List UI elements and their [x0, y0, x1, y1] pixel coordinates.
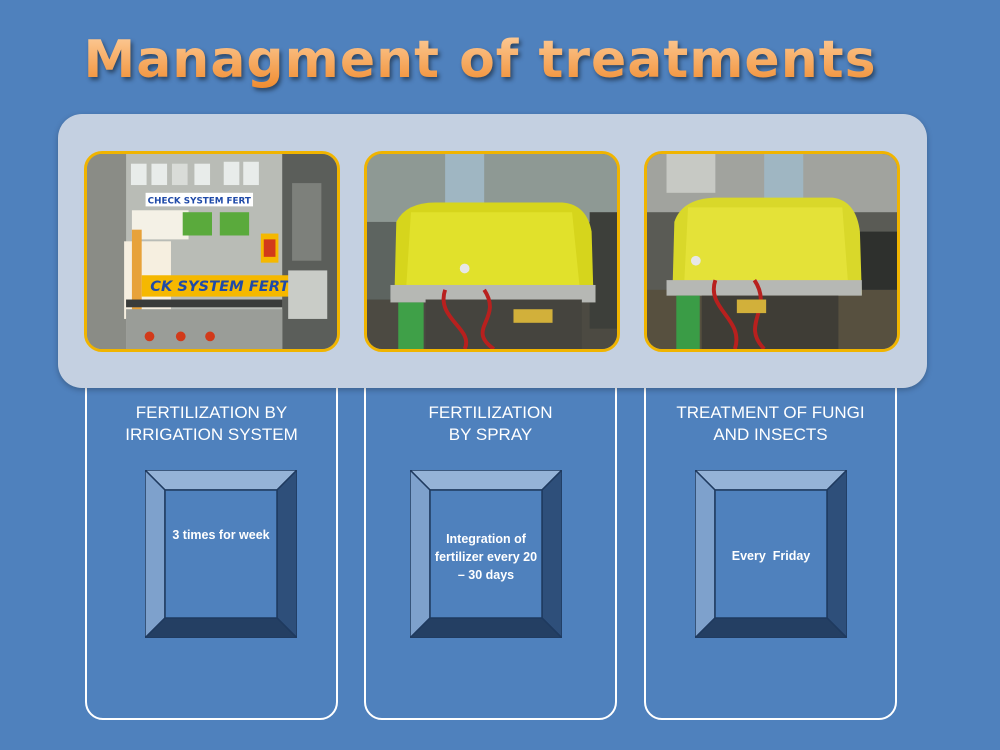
fungi-treatment-tank-photo	[644, 151, 900, 352]
frequency-text-fungi: Every Friday	[731, 549, 811, 563]
column-heading-irrigation: FERTILIZATION BY IRRIGATION SYSTEM	[125, 403, 298, 444]
slide-title: Managment of treatments	[0, 30, 960, 90]
column-heading-fungi: TREATMENT OF FUNGI AND INSECTS	[676, 403, 865, 444]
frequency-box-spray: Integration of fertilizer every 20 – 30 …	[410, 470, 562, 638]
frequency-text-irrigation: 3 times for week	[172, 528, 270, 542]
irrigation-panel-photo: CHECK SYSTEM FERT CK SYSTEM FERT	[84, 151, 340, 352]
spray-tank-photo	[364, 151, 620, 352]
column-heading-spray: FERTILIZATION BY SPRAY	[428, 403, 553, 444]
frequency-box-irrigation: 3 times for week	[145, 470, 297, 638]
frequency-text-spray: Integration of fertilizer every 20 – 30 …	[434, 532, 538, 582]
panel-label-top: CHECK SYSTEM FERT	[148, 197, 251, 207]
panel-label-bottom: CK SYSTEM FERT	[150, 278, 290, 295]
frequency-box-fungi: Every Friday	[695, 470, 847, 638]
